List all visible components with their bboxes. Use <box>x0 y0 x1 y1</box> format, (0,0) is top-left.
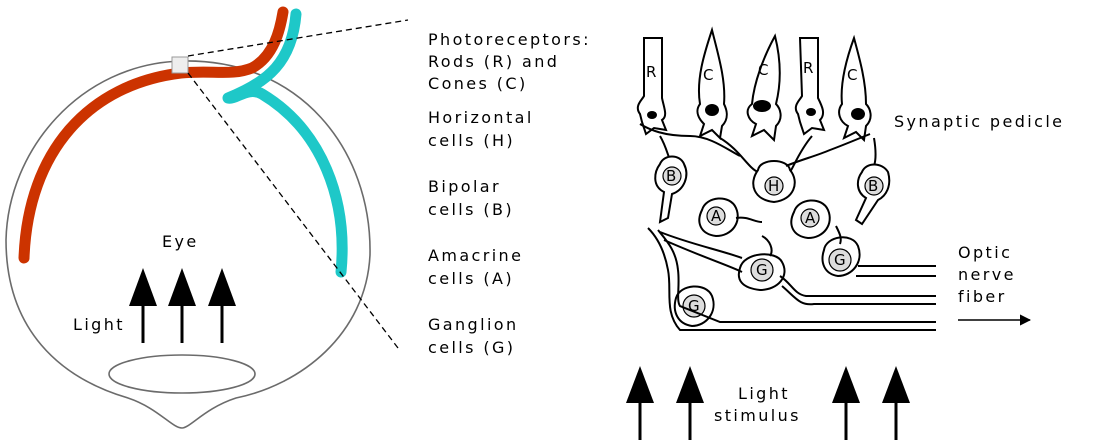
amacrine-label-line2: cells (A) <box>428 269 514 288</box>
stimulus-arrow-4 <box>882 366 910 440</box>
cone-cell-1-label: C <box>703 66 713 84</box>
red-retina-band <box>24 12 283 258</box>
horizontal-cell: H <box>720 136 812 202</box>
bipolar-cell-1: B <box>655 136 686 222</box>
ganglion-label-line2: cells (G) <box>428 338 515 357</box>
photoreceptors-label-line2: Rods (R) and <box>428 52 559 71</box>
amacrine-cell-2-label: A <box>805 209 816 227</box>
amacrine-label-line1: Amacrine <box>428 246 523 265</box>
amacrine-cell-2: A <box>791 200 829 238</box>
stimulus-arrow-2 <box>676 366 704 440</box>
light-stimulus-label-line1: Light <box>738 384 790 403</box>
optic-nerve-label-line3: fiber <box>958 287 1007 306</box>
ganglion-cell-1: G <box>739 254 785 290</box>
bipolar-cell-2-label: B <box>868 177 878 195</box>
ganglion-cell-2-label: G <box>834 251 846 269</box>
cone-cell-2-label: C <box>758 61 768 79</box>
cyan-retina-band <box>228 14 342 272</box>
synaptic-pedicle-label: Synaptic pedicle <box>894 112 1064 131</box>
horizontal-cell-label: H <box>768 177 779 195</box>
light-arrow-1 <box>129 268 157 343</box>
cone-cell-3: C <box>839 38 871 140</box>
retinal-circuit: R C C R C H <box>638 30 936 330</box>
light-arrow-3 <box>208 268 236 343</box>
bipolar-cell-1-label: B <box>666 167 676 185</box>
ganglion-label-line1: Ganglion <box>428 315 519 334</box>
rod-cell-1: R <box>638 38 666 134</box>
stimulus-arrow-1 <box>626 366 654 440</box>
layer-labels: Photoreceptors: Rods (R) and Cones (C) H… <box>428 30 591 357</box>
eye-figure: Eye Light <box>6 12 408 428</box>
amacrine-cell-1: A <box>699 198 762 236</box>
zoom-region <box>172 57 188 73</box>
stimulus-arrow-3 <box>832 366 860 440</box>
photoreceptors-label-line1: Photoreceptors: <box>428 30 591 49</box>
lens <box>109 355 255 393</box>
photoreceptors-label-line3: Cones (C) <box>428 74 528 93</box>
optic-nerve-label-line2: nerve <box>958 265 1016 284</box>
rod-cell-2-label: R <box>803 59 813 77</box>
rod-cell-1-label: R <box>646 63 656 81</box>
cone-cell-2: C <box>748 36 781 140</box>
ganglion-cell-1-label: G <box>756 261 768 279</box>
light-stimulus-label-line2: stimulus <box>714 406 801 425</box>
light-arrow-2 <box>168 268 196 343</box>
amacrine-cell-1-label: A <box>711 207 722 225</box>
bipolar-label-line1: Bipolar <box>428 177 501 196</box>
cone-cell-1: C <box>697 30 726 138</box>
horizontal-label-line2: cells (H) <box>428 131 515 150</box>
horizontal-label-line1: Horizontal <box>428 108 534 127</box>
rod-cell-2: R <box>796 38 824 134</box>
bipolar-label-line2: cells (B) <box>428 200 514 219</box>
eye-label: Eye <box>162 232 199 251</box>
stimulus-arrows <box>626 366 910 440</box>
cone-cell-3-label: C <box>847 66 857 84</box>
optic-nerve-label-line1: Optic <box>958 243 1012 262</box>
bipolar-cell-2: B <box>856 138 889 224</box>
light-label: Light <box>73 315 125 334</box>
